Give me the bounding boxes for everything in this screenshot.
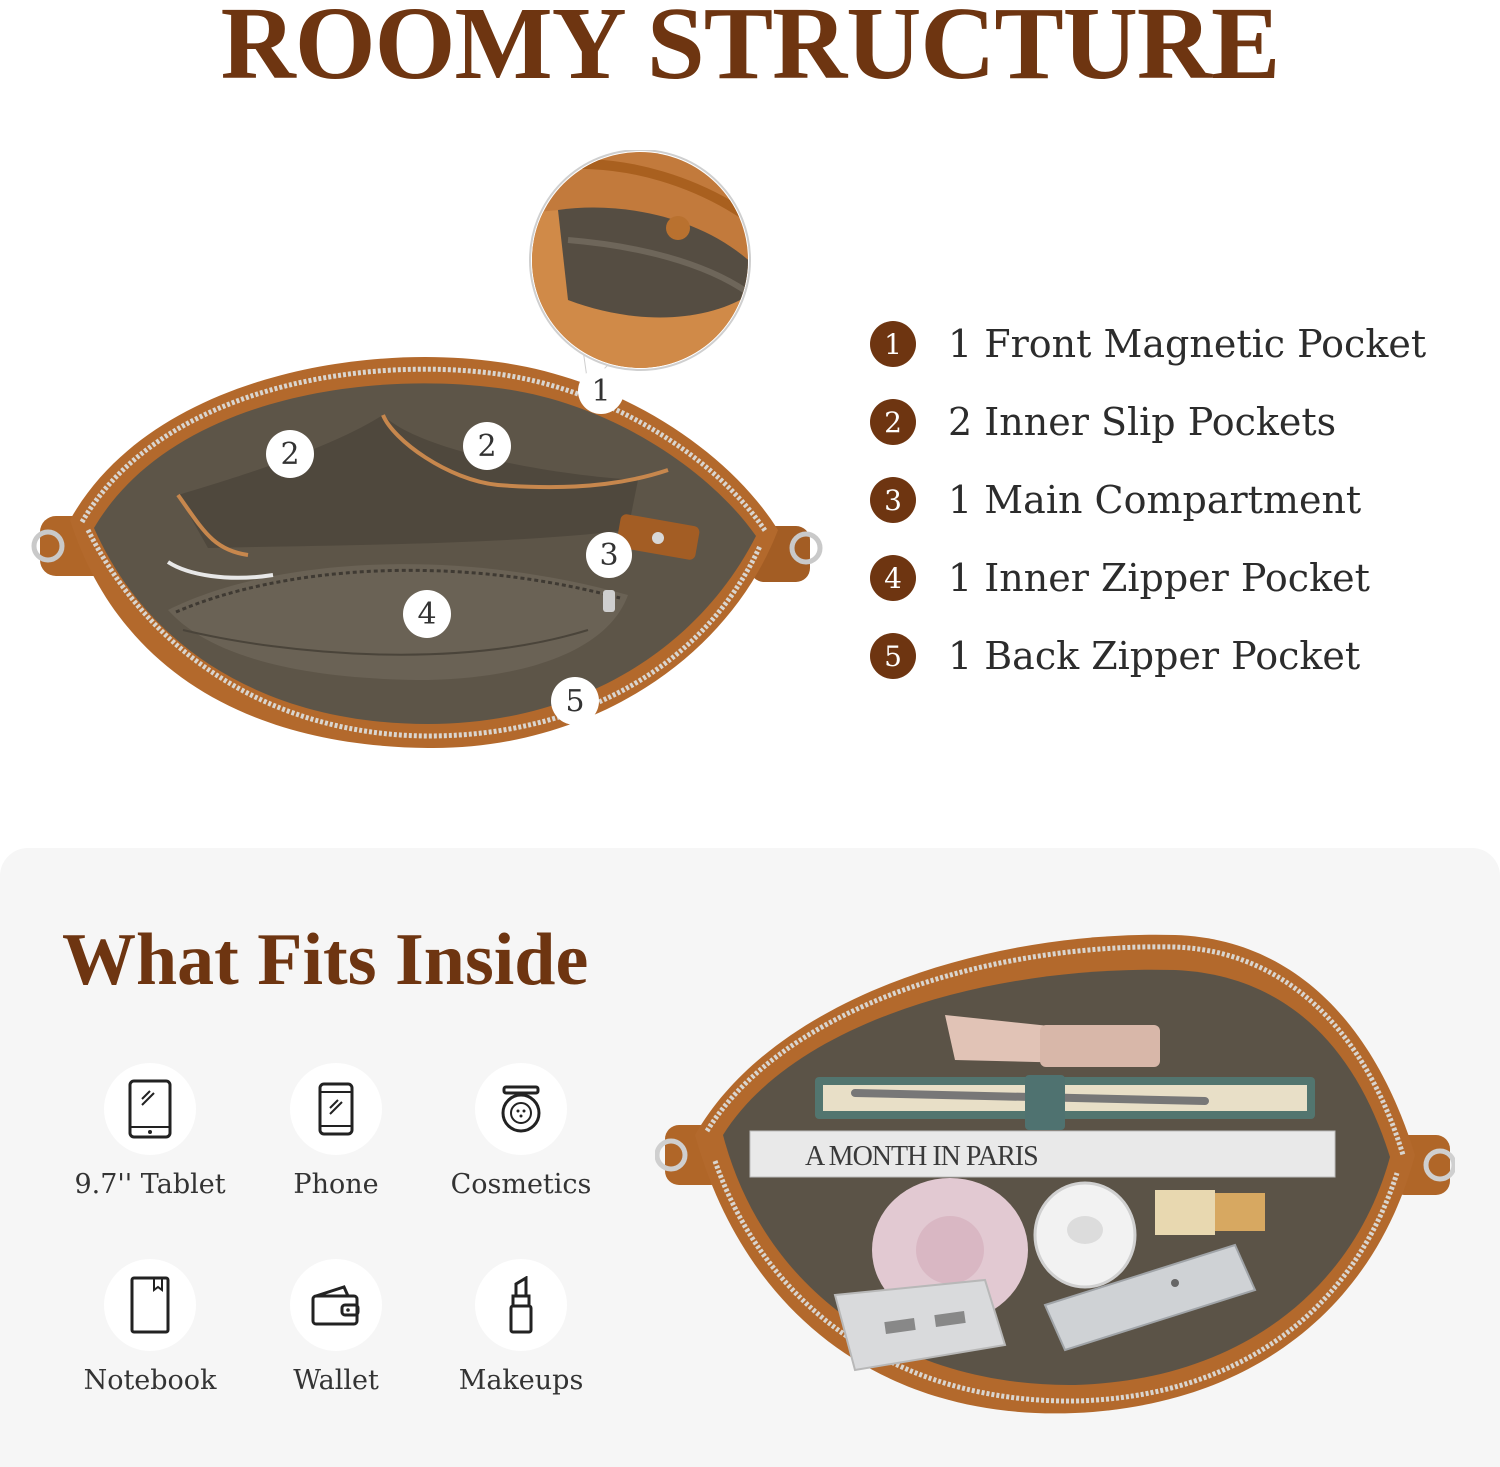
item-label: Wallet <box>293 1365 379 1396</box>
callout-marker-4: 4 <box>403 590 451 638</box>
feature-item: 5 1 Back Zipper Pocket <box>870 617 1426 695</box>
feature-item: 3 1 Main Compartment <box>870 461 1426 539</box>
bag-contents-image: A MONTH IN PARIS <box>655 934 1455 1414</box>
feature-item: 4 1 Inner Zipper Pocket <box>870 539 1426 617</box>
item-label: Notebook <box>83 1365 217 1396</box>
fits-inside-title: What Fits Inside <box>62 919 589 1001</box>
item-wallet: Wallet <box>236 1259 436 1396</box>
item-cosmetics: Cosmetics <box>421 1063 621 1200</box>
feature-label: 1 Front Magnetic Pocket <box>948 322 1427 366</box>
number-badge: 3 <box>870 477 916 523</box>
number-badge: 5 <box>870 633 916 679</box>
number-badge: 2 <box>870 399 916 445</box>
item-label: Phone <box>293 1169 379 1200</box>
feature-label: 1 Back Zipper Pocket <box>948 634 1361 678</box>
feature-label: 1 Inner Zipper Pocket <box>948 556 1370 600</box>
item-label: Cosmetics <box>450 1169 592 1200</box>
notebook-icon <box>130 1276 170 1334</box>
item-phone: Phone <box>236 1063 436 1200</box>
compact-icon <box>501 1085 541 1133</box>
callout-marker-2a: 2 <box>266 430 314 478</box>
book-title: A MONTH IN PARIS <box>805 1141 1038 1172</box>
number-badge: 1 <box>870 321 916 367</box>
phone-icon <box>318 1082 354 1136</box>
callout-marker-1: 1 <box>578 368 624 414</box>
bag-interior-image <box>31 150 823 749</box>
item-notebook: Notebook <box>50 1259 250 1396</box>
lipstick-icon <box>509 1276 533 1334</box>
feature-list: 1 1 Front Magnetic Pocket 2 2 Inner Slip… <box>870 305 1426 695</box>
item-label: 9.7'' Tablet <box>74 1169 226 1200</box>
feature-item: 2 2 Inner Slip Pockets <box>870 383 1426 461</box>
feature-item: 1 1 Front Magnetic Pocket <box>870 305 1426 383</box>
feature-label: 1 Main Compartment <box>948 478 1362 522</box>
wallet-icon <box>311 1285 360 1326</box>
feature-label: 2 Inner Slip Pockets <box>948 400 1337 444</box>
item-label: Makeups <box>458 1365 584 1396</box>
callout-marker-3: 3 <box>586 532 632 578</box>
page-title: ROOMY STRUCTURE <box>220 0 1281 101</box>
callout-marker-5: 5 <box>551 677 599 725</box>
item-makeups: Makeups <box>421 1259 621 1396</box>
callout-marker-2b: 2 <box>463 422 511 470</box>
tablet-icon <box>128 1079 172 1139</box>
item-tablet: 9.7'' Tablet <box>50 1063 250 1200</box>
number-badge: 4 <box>870 555 916 601</box>
